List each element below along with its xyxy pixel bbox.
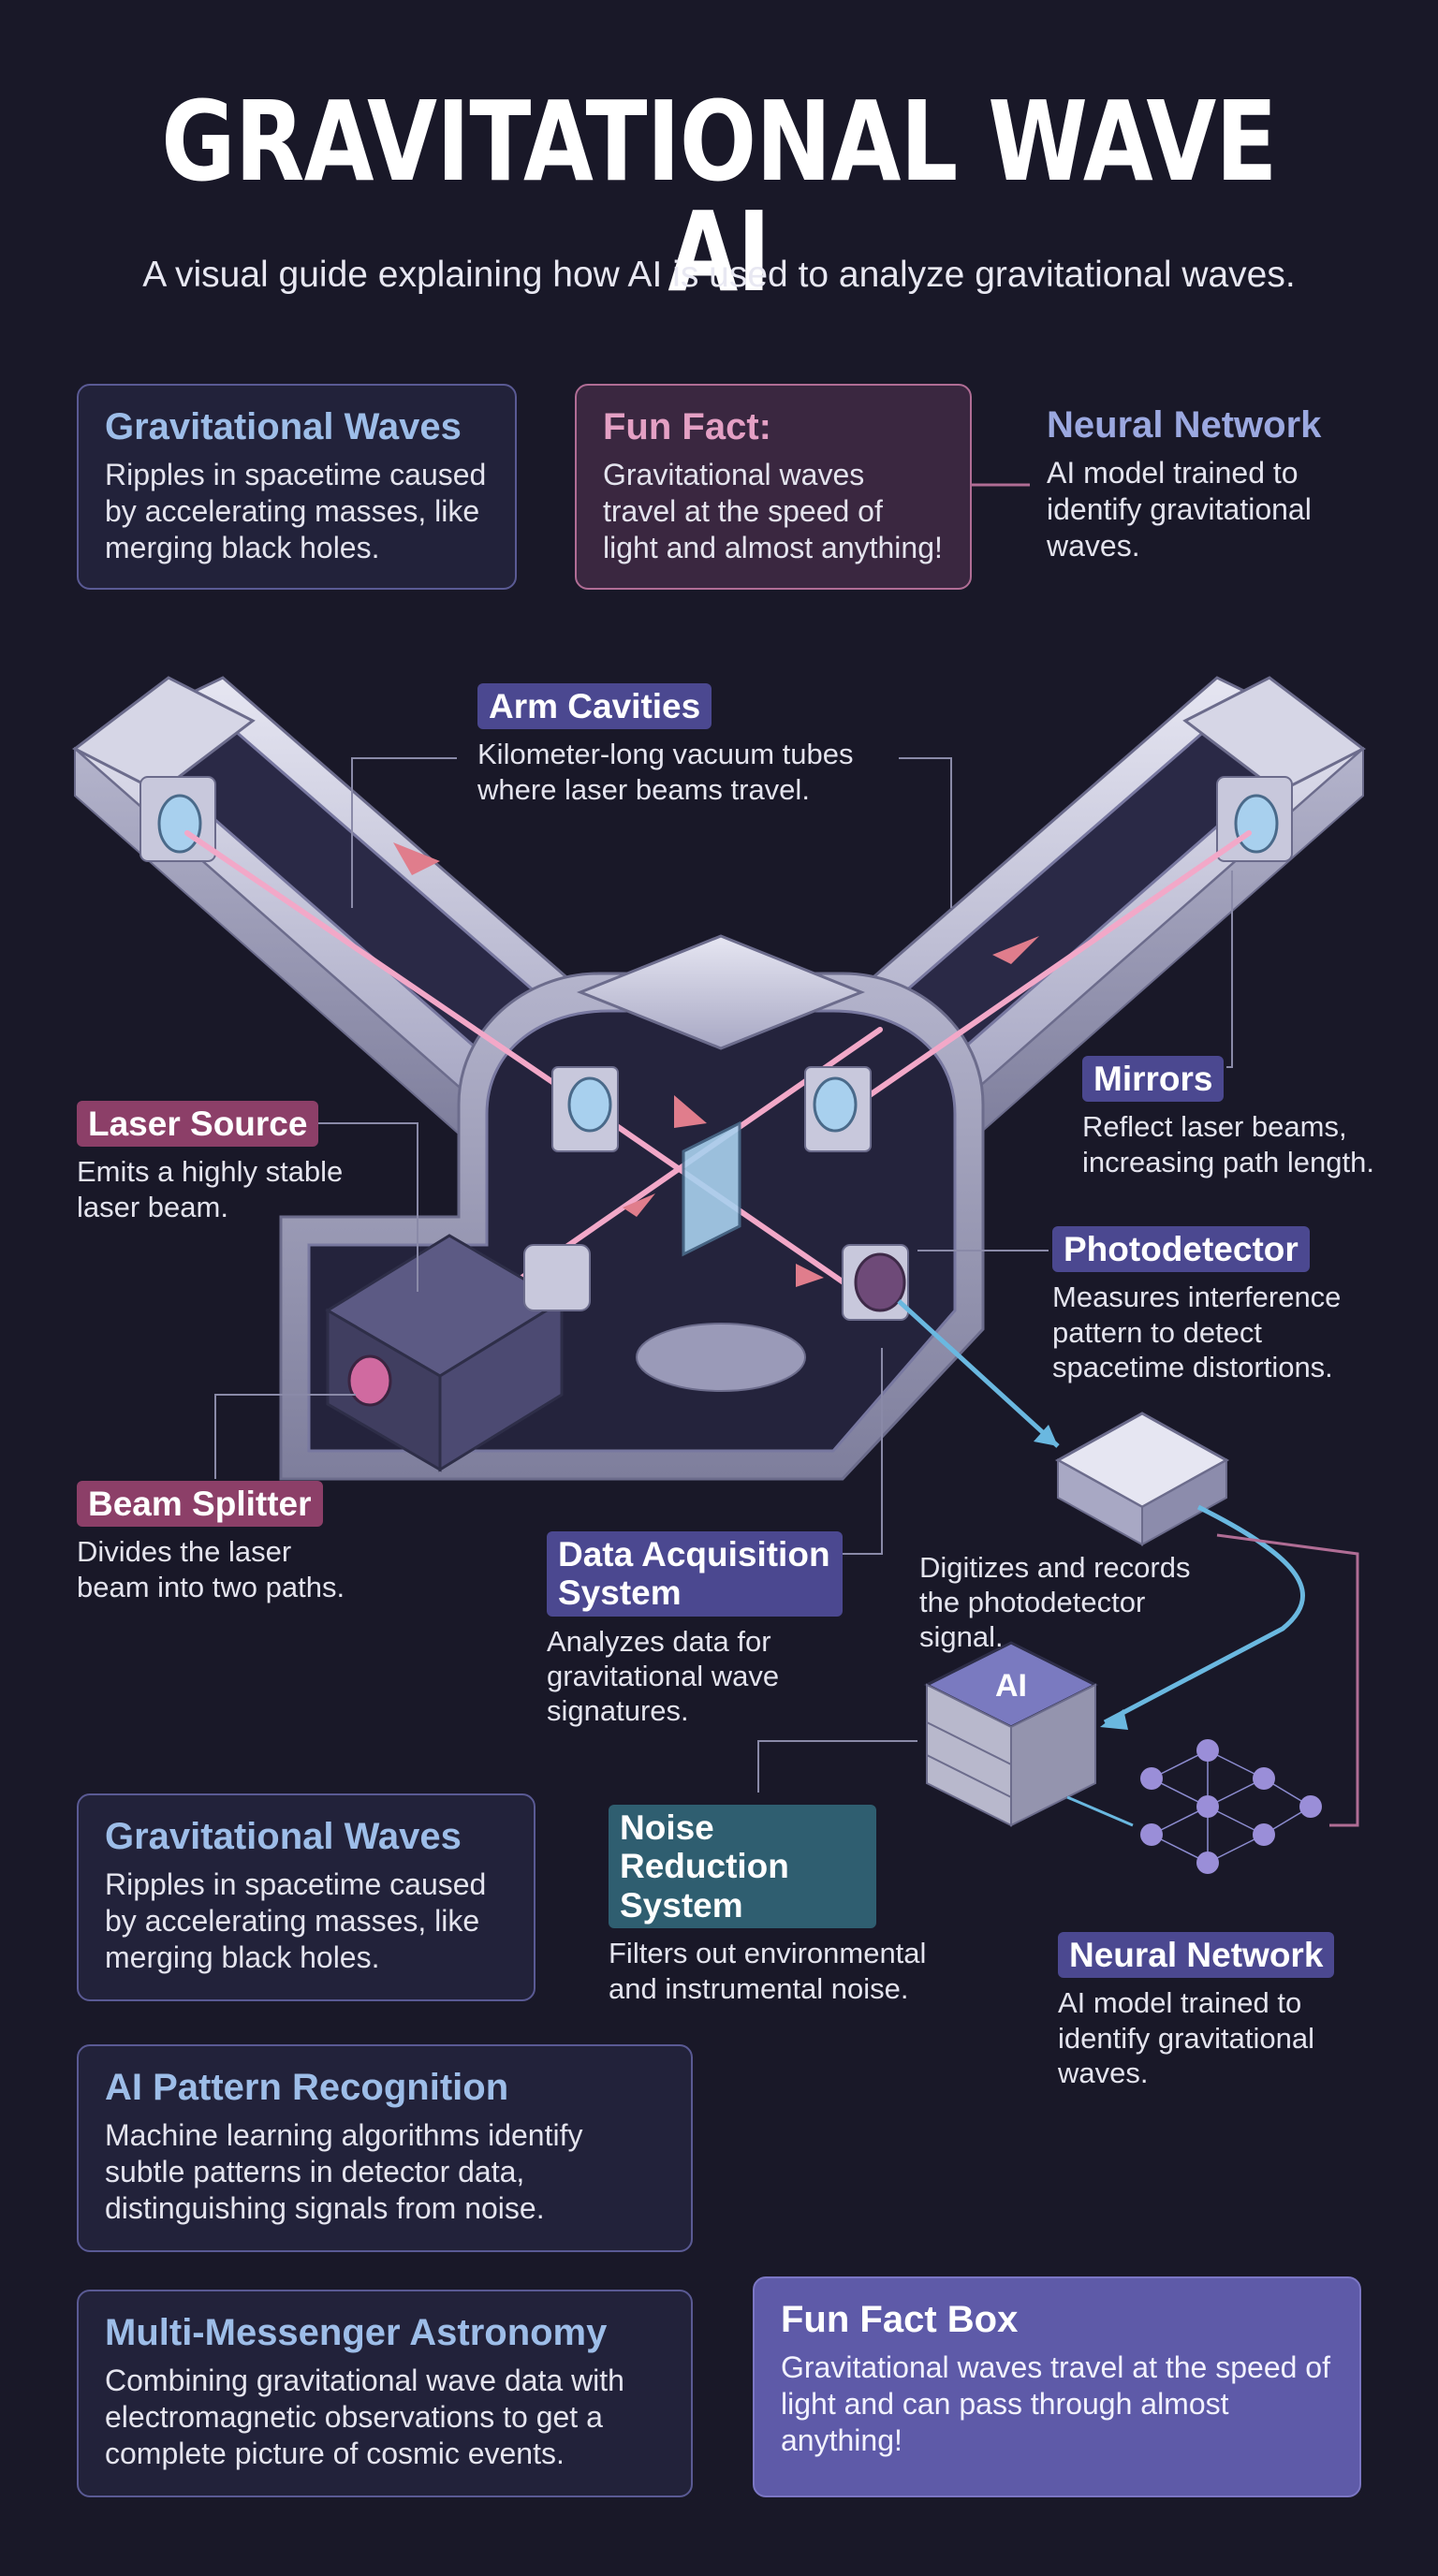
signal-arrow-1 bbox=[1034, 1425, 1058, 1446]
ai-server-device bbox=[923, 1641, 1099, 1827]
label-title: Neural Network bbox=[1058, 1932, 1335, 1979]
label-data-acquisition: Data Acquisition System Analyzes data fo… bbox=[547, 1531, 843, 1728]
label-text: Divides the laser beam into two paths. bbox=[77, 1535, 345, 1603]
neural-network-graph bbox=[1151, 1749, 1312, 1864]
digitizer-device bbox=[1054, 1412, 1230, 1546]
card-title: Multi-Messenger Astronomy bbox=[105, 2312, 608, 2353]
mirror-left-end bbox=[157, 794, 202, 854]
label-text: Kilometer-long vacuum tubes where laser … bbox=[477, 738, 854, 806]
page-title: GRAVITATIONAL WAVE AI bbox=[161, 77, 1277, 316]
ai-chip-label: AI bbox=[995, 1668, 1027, 1704]
label-text: AI model trained to identify gravitation… bbox=[1058, 1986, 1314, 2089]
label-title: Data Acquisition System bbox=[547, 1531, 843, 1617]
beam-direction-arrows bbox=[393, 842, 1039, 1287]
photodetector-sensor bbox=[854, 1252, 906, 1312]
laser-source-device bbox=[325, 1234, 591, 1472]
label-digitizer: Digitizes and records the photodetector … bbox=[919, 1551, 1191, 1654]
card-text: Ripples in spacetime caused by accelerat… bbox=[105, 1867, 487, 1975]
label-neural-network: Neural Network AI model trained to ident… bbox=[1058, 1932, 1339, 2090]
card-text: Machine learning algorithms identify sub… bbox=[105, 2118, 583, 2226]
page-subtitle: A visual guide explaining how AI is used… bbox=[142, 255, 1296, 295]
card-multi-messenger-astronomy: Multi-Messenger Astronomy Combining grav… bbox=[77, 2290, 693, 2497]
card-title: Fun Fact: bbox=[603, 406, 771, 447]
card-fun-fact-top: Fun Fact: Gravitational waves travel at … bbox=[575, 384, 972, 590]
ai-network-connector bbox=[1066, 1795, 1134, 1827]
label-title: Photodetector bbox=[1052, 1226, 1310, 1273]
label-title: Beam Splitter bbox=[77, 1481, 323, 1528]
card-title: Gravitational Waves bbox=[105, 406, 462, 447]
digitizer-network-connector bbox=[1216, 1533, 1359, 1827]
neural-network-nodes bbox=[1140, 1739, 1322, 1874]
label-arm-cavities: Arm Cavities Kilometer-long vacuum tubes… bbox=[477, 683, 917, 807]
label-title: Noise Reduction System bbox=[609, 1805, 876, 1929]
mirror-central-right-lens bbox=[813, 1076, 858, 1133]
card-ai-pattern-recognition: AI Pattern Recognition Machine learning … bbox=[77, 2044, 693, 2252]
signal-line-1 bbox=[897, 1299, 1060, 1448]
mirror-central-left-lens bbox=[567, 1076, 612, 1133]
card-fun-fact-box: Fun Fact Box Gravitational waves travel … bbox=[753, 2276, 1361, 2497]
label-beam-splitter: Beam Splitter Divides the laser beam int… bbox=[77, 1481, 358, 1604]
signal-line-2 bbox=[1103, 1504, 1305, 1725]
label-title: Laser Source bbox=[77, 1101, 319, 1148]
card-title: Neural Network bbox=[1047, 404, 1322, 446]
card-text: Combining gravitational wave data with e… bbox=[105, 2364, 624, 2471]
label-text: Filters out environmental and instrument… bbox=[609, 1937, 927, 2005]
label-text: Analyzes data for gravitational wave sig… bbox=[547, 1624, 780, 1728]
card-title: Gravitational Waves bbox=[105, 1816, 462, 1857]
card-gravitational-waves-top: Gravitational Waves Ripples in spacetime… bbox=[77, 384, 517, 590]
card-text: Ripples in spacetime caused by accelerat… bbox=[105, 458, 487, 565]
card-gravitational-waves-bottom: Gravitational Waves Ripples in spacetime… bbox=[77, 1793, 536, 2001]
card-text: AI model trained to identify gravitation… bbox=[1047, 456, 1312, 564]
label-title: Mirrors bbox=[1082, 1056, 1225, 1103]
label-laser-source: Laser Source Emits a highly stable laser… bbox=[77, 1101, 386, 1224]
beam-splitter-glass bbox=[682, 1120, 741, 1257]
card-neural-network-top: Neural Network AI model trained to ident… bbox=[1047, 404, 1356, 564]
label-text: Emits a highly stable laser beam. bbox=[77, 1155, 344, 1223]
label-noise-reduction: Noise Reduction System Filters out envir… bbox=[609, 1805, 964, 2006]
label-text: Reflect laser beams, increasing path len… bbox=[1082, 1110, 1374, 1178]
label-title: Arm Cavities bbox=[477, 683, 712, 730]
label-connectors bbox=[214, 757, 1233, 1793]
label-text: Measures interference pattern to detect … bbox=[1052, 1281, 1342, 1383]
card-title: AI Pattern Recognition bbox=[105, 2067, 509, 2108]
label-mirrors: Mirrors Reflect laser beams, increasing … bbox=[1082, 1056, 1401, 1179]
card-title: Fun Fact Box bbox=[781, 2299, 1019, 2340]
card-text: Gravitational waves travel at the speed … bbox=[603, 458, 943, 565]
label-photodetector: Photodetector Measures interference patt… bbox=[1052, 1226, 1399, 1384]
signal-arrow-2 bbox=[1100, 1709, 1128, 1730]
card-text: Gravitational waves travel at the speed … bbox=[781, 2350, 1330, 2458]
mirror-right-end bbox=[1234, 794, 1279, 854]
